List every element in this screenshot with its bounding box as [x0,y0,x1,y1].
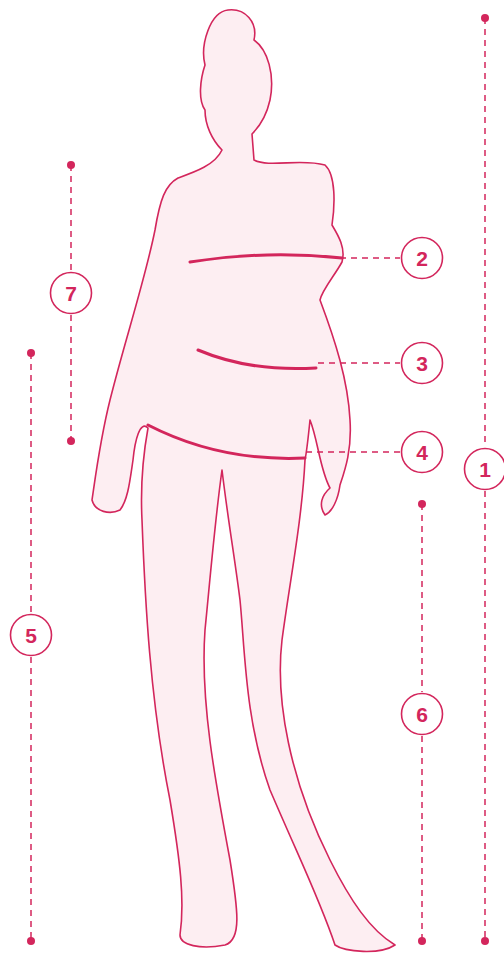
callout-circle: 2 [400,236,444,280]
callout-circle: 3 [400,341,444,385]
callout-circle: 5 [9,613,53,657]
waist-line [198,350,316,369]
callout-circle: 4 [400,430,444,474]
callout-number: 4 [400,430,444,474]
leader-line [484,491,486,941]
leader-line [484,18,486,447]
leader-dot [27,349,35,357]
bust-line [190,255,342,262]
leader-line [30,657,32,941]
callout-number: 3 [400,341,444,385]
leader-dot [418,500,426,508]
leader-line [306,451,400,453]
leader-line [421,504,423,692]
leader-dots [27,14,489,945]
callout-circle: 1 [463,447,504,491]
leader-dot [27,937,35,945]
leader-line [30,353,32,613]
leader-dot [418,937,426,945]
callout-circle: 7 [49,271,93,315]
leader-line [318,362,400,364]
leader-dot [67,161,75,169]
callout-number: 7 [49,271,93,315]
callout-number: 6 [400,692,444,736]
leader-dot [481,14,489,22]
body-silhouette [92,10,395,952]
measure-lines [148,255,342,459]
leader-line [70,315,72,441]
leader-line [340,257,400,259]
leader-line [421,736,423,941]
leader-dot [481,937,489,945]
leader-dot [67,437,75,445]
callout-number: 1 [463,447,504,491]
leader-lines [31,18,485,941]
callout-number: 5 [9,613,53,657]
hip-line [148,425,305,458]
leader-line [70,165,72,271]
callout-number: 2 [400,236,444,280]
callout-circle: 6 [400,692,444,736]
